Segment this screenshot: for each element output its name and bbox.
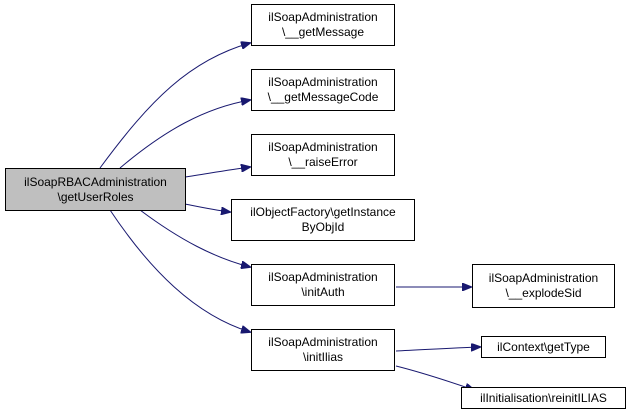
node-getmessage-line1: ilSoapAdministration bbox=[268, 10, 378, 24]
node-getinstancebyobjid-line1: ilObjectFactory\getInstance bbox=[250, 205, 396, 219]
node-raiseerror-line1: ilSoapAdministration bbox=[268, 140, 378, 154]
node-root-line1: ilSoapRBACAdministration bbox=[24, 174, 167, 189]
edge-root-getmessagecode bbox=[119, 100, 250, 169]
edge-initilias-gettype bbox=[395, 347, 480, 352]
node-reinitilias-line1: ilInitialisation\reinitILIAS bbox=[480, 390, 607, 405]
node-getmessagecode-line1: ilSoapAdministration bbox=[268, 75, 378, 89]
node-initilias-line1: ilSoapAdministration bbox=[268, 335, 378, 349]
edge-root-initauth bbox=[139, 209, 250, 267]
edge-root-initilias bbox=[109, 209, 250, 332]
node-raiseerror[interactable]: ilSoapAdministration \__raiseError bbox=[251, 134, 395, 176]
node-explodesid-line1: ilSoapAdministration bbox=[488, 271, 599, 285]
edge-root-getinstancebyobjid bbox=[184, 203, 230, 212]
node-raiseerror-line2: \__raiseError bbox=[288, 155, 358, 169]
edge-root-raiseerror bbox=[184, 167, 250, 178]
node-getmessage-line2: \__getMessage bbox=[281, 25, 365, 39]
node-reinitilias[interactable]: ilInitialisation\reinitILIAS bbox=[461, 387, 626, 409]
node-gettype[interactable]: ilContext\getType bbox=[481, 336, 606, 358]
node-gettype-line1: ilContext\getType bbox=[497, 339, 590, 354]
node-initauth-line1: ilSoapAdministration bbox=[268, 270, 378, 284]
node-initilias-line2: \initIlias bbox=[302, 350, 343, 364]
node-root-getuserroles: ilSoapRBACAdministration \getUserRoles bbox=[5, 168, 186, 211]
node-root-line2: \getUserRoles bbox=[57, 189, 134, 204]
node-initauth[interactable]: ilSoapAdministration \initAuth bbox=[251, 264, 395, 306]
node-initilias[interactable]: ilSoapAdministration \initIlias bbox=[251, 329, 395, 371]
edge-root-getmessage bbox=[99, 43, 250, 169]
node-explodesid-line2: \__explodeSid bbox=[505, 286, 582, 300]
node-getinstancebyobjid-line2: ByObjId bbox=[301, 220, 345, 234]
node-getinstancebyobjid[interactable]: ilObjectFactory\getInstance ByObjId bbox=[231, 199, 415, 241]
node-getmessagecode-line2: \__getMessageCode bbox=[267, 90, 379, 104]
node-getmessagecode[interactable]: ilSoapAdministration \__getMessageCode bbox=[251, 69, 395, 111]
node-explodesid[interactable]: ilSoapAdministration \__explodeSid bbox=[472, 264, 615, 308]
node-initauth-line2: \initAuth bbox=[301, 285, 345, 299]
node-getmessage[interactable]: ilSoapAdministration \__getMessage bbox=[251, 4, 395, 46]
